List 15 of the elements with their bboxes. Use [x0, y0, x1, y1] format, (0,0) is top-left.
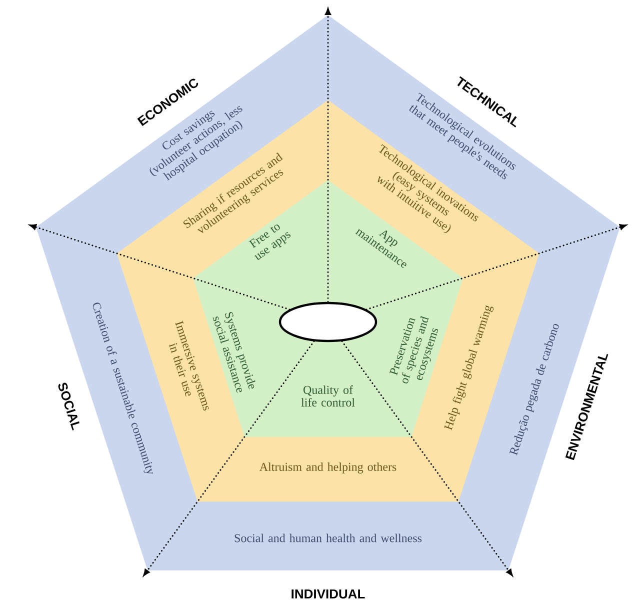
dotted-arrow — [366, 224, 626, 310]
center-ellipse — [278, 302, 378, 342]
dimension-heading: SOCIAL — [58, 382, 80, 430]
dimension-heading: INDIVIDUAL — [292, 589, 365, 599]
dotted-arrow — [325, 8, 331, 303]
dotted-arrow — [341, 340, 513, 576]
sector-text: Social and human health and wellness — [234, 534, 422, 542]
sector-text: Free to use apps — [248, 224, 291, 260]
sector-text: Help fight global warming — [444, 305, 494, 430]
sector-text: Systems provide social assistance — [212, 312, 256, 393]
sector-text: Redução pegada de carbono — [509, 324, 559, 456]
dotted-arrow — [143, 340, 315, 576]
sector-text: Quality of life control — [301, 385, 355, 407]
sector-text: Altruism and helping others — [259, 462, 396, 474]
dotted-arrow — [30, 224, 290, 310]
